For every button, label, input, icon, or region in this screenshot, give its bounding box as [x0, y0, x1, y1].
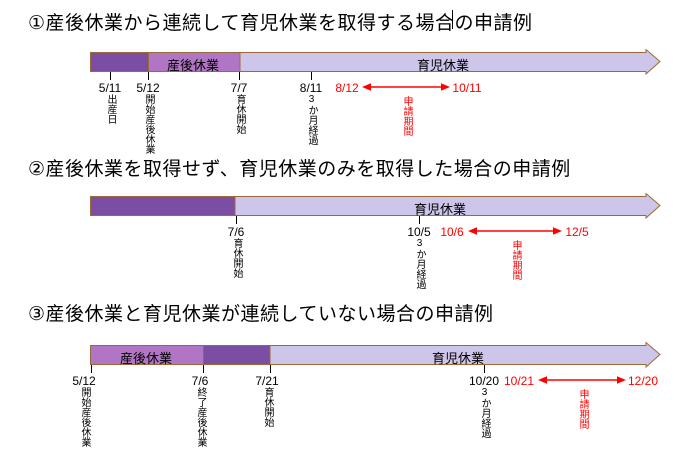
- date-label-period-end: 12/5: [565, 225, 589, 239]
- event-label: 3か月経過: [306, 94, 317, 145]
- application-period-arrow: [362, 83, 450, 91]
- date-label: 7/6: [227, 225, 245, 239]
- date-label: 8/11: [299, 81, 323, 95]
- pre-leave-segment: [90, 52, 149, 72]
- tick-mark: [239, 72, 240, 80]
- tick-mark: [203, 365, 204, 373]
- tick-mark: [270, 365, 271, 373]
- date-label-period-end: 10/11: [452, 81, 482, 95]
- tick-mark: [91, 365, 92, 373]
- date-label-period-end: 12/20: [627, 374, 659, 388]
- section-2-title: ②産後休業を取得せず、育児休業のみを取得した場合の申請例: [28, 159, 571, 180]
- date-label: 7/6: [191, 374, 209, 388]
- event-label: 3か月経過: [414, 238, 425, 289]
- application-period-arrow: [538, 376, 626, 384]
- date-label: 10/20: [468, 374, 500, 388]
- date-label: 7/21: [255, 374, 279, 388]
- section-2-timeline-bar: [90, 193, 661, 219]
- event-label: 出産日: [105, 94, 116, 124]
- date-label: 10/5: [407, 225, 431, 239]
- tick-mark: [110, 72, 111, 80]
- section-3-title: ③産後休業と育児休業が連続していない場合の申請例: [28, 304, 494, 325]
- childcare-leave-label: 育児休業: [431, 351, 484, 366]
- event-label: 3か月経過: [479, 387, 490, 438]
- section-1-title: ①産後休業から連続して育児休業を取得する場合の申請例: [28, 13, 533, 34]
- date-label: 7/7: [230, 81, 248, 95]
- section-3-timeline-bar: [90, 342, 661, 368]
- event-label: 終了産後休業: [195, 387, 206, 447]
- date-label-period-start: 8/12: [335, 81, 359, 95]
- gap-segment: [203, 345, 271, 365]
- childcare-leave-label: 育児休業: [413, 202, 466, 217]
- childcare-leave-arrow: [269, 342, 661, 368]
- date-label-period-start: 10/21: [503, 374, 535, 388]
- application-period-arrow: [468, 227, 562, 235]
- application-period-label: 申請期間: [401, 96, 412, 136]
- date-label: 5/12: [72, 374, 96, 388]
- application-period-label: 申請期間: [510, 240, 521, 280]
- date-label: 5/12: [136, 81, 160, 95]
- childcare-leave-arrow: [234, 193, 661, 219]
- date-label-period-start: 10/6: [440, 225, 464, 239]
- application-period-label: 申請期間: [577, 389, 588, 429]
- childcare-leave-label: 育児休業: [416, 58, 469, 73]
- event-label: 育休開始: [231, 238, 242, 278]
- tick-mark: [236, 216, 237, 224]
- event-label: 育休開始: [234, 94, 245, 134]
- tick-mark: [311, 72, 312, 80]
- tick-mark: [419, 216, 420, 224]
- postpartum-leave-label: 産後休業: [166, 58, 219, 73]
- childcare-leave-arrow: [239, 49, 661, 75]
- event-label: 開始産後休業: [143, 94, 154, 154]
- event-label: 育休開始: [262, 387, 273, 427]
- tick-mark: [148, 72, 149, 80]
- date-label: 5/11: [98, 81, 122, 95]
- section-1-timeline-bar: [90, 49, 661, 75]
- text-cursor: [452, 10, 453, 29]
- postpartum-leave-label: 産後休業: [119, 351, 172, 366]
- event-label: 開始産後休業: [79, 387, 90, 447]
- pre-leave-segment: [90, 196, 236, 216]
- tick-mark: [484, 365, 485, 373]
